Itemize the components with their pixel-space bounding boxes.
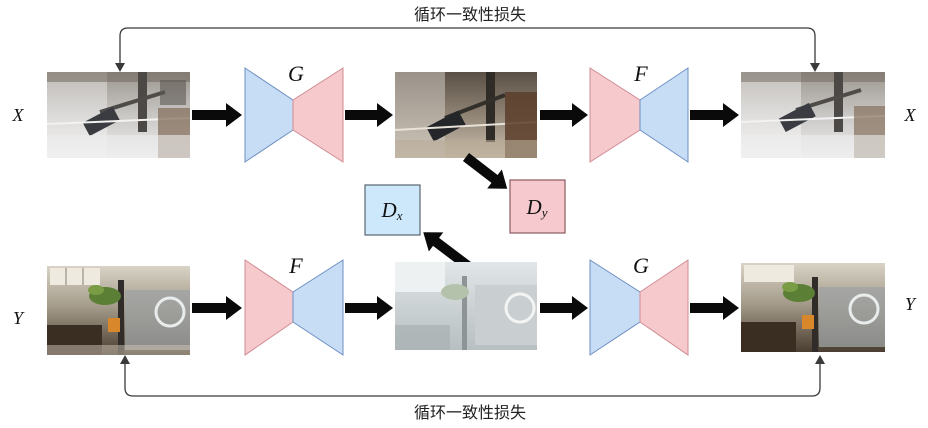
discriminator-y-sub: y xyxy=(540,205,548,220)
generator-decoder xyxy=(292,67,344,163)
top-loop-left-arrowhead xyxy=(115,63,125,72)
discriminator-y-main: D xyxy=(526,195,542,219)
photo-detail xyxy=(744,265,794,282)
generator-g-bottom: G xyxy=(589,253,689,356)
photo-detail xyxy=(475,285,537,345)
discriminator-y-label: Dy xyxy=(526,195,548,220)
photo-detail xyxy=(426,110,466,142)
row-x-input-label: X xyxy=(12,105,25,125)
photo-reconstructed-y xyxy=(741,263,885,352)
photo-detail xyxy=(741,135,885,158)
arrow-right xyxy=(540,296,588,320)
photo-detail xyxy=(782,282,798,292)
photo-detail xyxy=(118,280,124,355)
photo-detail xyxy=(47,135,190,158)
generator-f-bottom: F xyxy=(244,253,344,356)
photo-content xyxy=(741,263,885,352)
photo-detail xyxy=(441,284,469,300)
photo-detail xyxy=(395,140,537,158)
generator-label: F xyxy=(288,253,303,278)
row-y-output-label: Y xyxy=(905,294,917,314)
discriminator-y-box xyxy=(509,179,566,234)
top-loop-right-arrowhead xyxy=(810,63,820,72)
top-loop-line xyxy=(119,27,816,64)
row-x: X G xyxy=(12,61,917,163)
bottom-loop-line xyxy=(124,364,821,397)
photo-generated-x-to-y xyxy=(395,72,537,158)
generator-decoder xyxy=(639,67,689,163)
generator-g-top: G xyxy=(244,61,344,163)
arrow-right xyxy=(345,103,393,127)
photo-detail xyxy=(741,322,796,352)
photo-detail xyxy=(486,72,495,142)
top-cycle-loss-loop: 循环一致性损失 xyxy=(115,5,820,72)
photo-detail xyxy=(50,268,100,285)
bottom-cycle-loss-loop: 循环一致性损失 xyxy=(120,355,825,422)
photo-input-y xyxy=(47,266,190,355)
discriminator-x: Dx xyxy=(364,184,421,236)
photo-detail xyxy=(108,318,120,332)
photo-detail xyxy=(154,296,186,328)
photo-detail xyxy=(47,72,190,82)
bottom-cycle-loss-label: 循环一致性损失 xyxy=(414,403,526,422)
photo-detail xyxy=(395,325,450,350)
photo-detail xyxy=(138,72,147,132)
generator-encoder xyxy=(244,67,294,163)
row-x-output-label: X xyxy=(904,105,917,125)
photo-detail xyxy=(778,102,816,133)
photo-detail xyxy=(47,345,190,355)
photo-detail xyxy=(848,293,880,325)
discriminator-x-sub: x xyxy=(396,208,403,223)
bottom-loop-left-arrowhead xyxy=(120,355,130,364)
generator-decoder xyxy=(292,259,344,356)
photo-content xyxy=(741,72,885,158)
arrow-right xyxy=(192,296,242,320)
arrow-right xyxy=(540,103,588,127)
bottom-loop-right-arrowhead xyxy=(815,355,825,364)
discriminator-x-label: Dx xyxy=(381,198,403,223)
photo-detail xyxy=(741,72,885,82)
arrow-to-discriminator-x xyxy=(423,232,472,270)
discriminator-x-main: D xyxy=(381,198,397,222)
row-y-input-label: Y xyxy=(13,308,25,328)
generator-encoder xyxy=(244,259,294,356)
photo-detail xyxy=(504,292,536,324)
generator-encoder xyxy=(589,67,641,163)
arrow-right xyxy=(690,296,739,320)
photo-detail xyxy=(160,80,186,105)
photo-detail xyxy=(88,285,104,295)
discriminator-y: Dy xyxy=(509,179,566,234)
discriminator-x-box xyxy=(364,184,421,236)
arrow-right xyxy=(192,103,242,127)
top-cycle-loss-label: 循环一致性损失 xyxy=(414,5,526,24)
generator-f-top: F xyxy=(589,61,689,163)
photo-reconstructed-x xyxy=(741,72,885,158)
arrow-right xyxy=(345,296,393,320)
photo-detail xyxy=(395,262,445,292)
arrow-right xyxy=(690,103,739,127)
generator-label: G xyxy=(288,61,304,86)
photo-detail xyxy=(812,277,818,352)
photo-generated-y-to-x xyxy=(395,262,537,350)
generator-label: F xyxy=(633,61,648,86)
photo-detail xyxy=(802,315,814,329)
discriminators: Dx Dy xyxy=(364,153,566,270)
photo-input-x xyxy=(47,72,190,158)
arrow-to-discriminator-y xyxy=(462,153,508,189)
generator-decoder xyxy=(639,259,689,356)
photo-detail xyxy=(834,72,843,132)
row-y: Y F xyxy=(13,253,917,356)
photo-detail xyxy=(462,276,467,350)
generator-label: G xyxy=(633,253,649,278)
